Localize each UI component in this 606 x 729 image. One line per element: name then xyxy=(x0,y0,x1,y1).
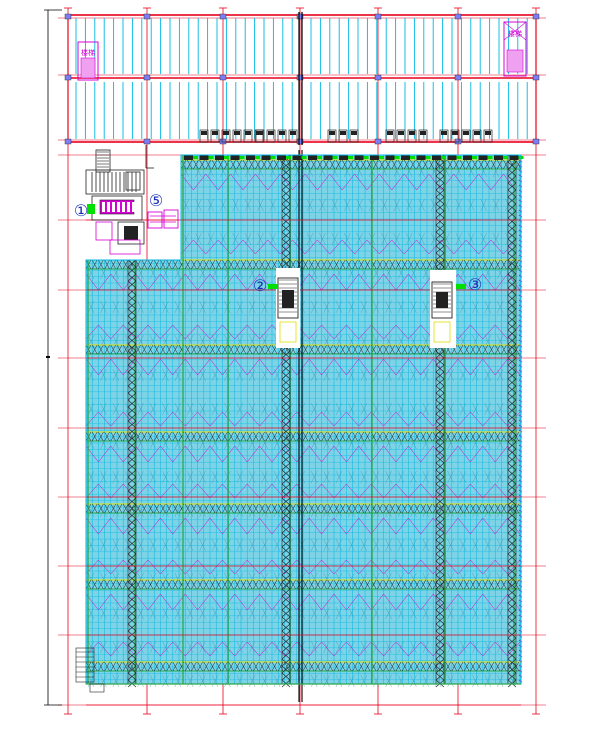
stair-label-left: 楼梯 xyxy=(81,48,95,57)
marker-5: ⑤ xyxy=(149,191,163,210)
stair-label-right: 楼梯 xyxy=(508,29,522,38)
marker-1: ① xyxy=(74,201,88,220)
marker-2: ② xyxy=(253,276,267,295)
mezzanine-platform xyxy=(64,12,540,145)
marker-3: ③ xyxy=(468,275,482,294)
stair-left: 楼梯 xyxy=(77,41,99,81)
rack-field xyxy=(85,150,524,706)
stair-right: 楼梯 xyxy=(503,21,527,77)
conveyor-stations xyxy=(75,145,466,693)
dimension-frame xyxy=(44,9,62,706)
